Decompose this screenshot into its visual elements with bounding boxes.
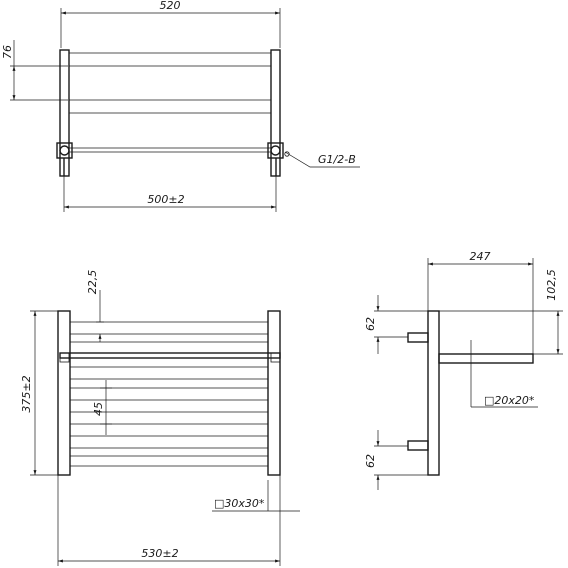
post-profile-label: □30x30*: [214, 497, 265, 510]
dim-upper-bracket: 62: [364, 317, 377, 331]
side-view: 247 102,5 62 62 □20x20*: [364, 250, 563, 490]
dim-front-width: 530±2: [141, 547, 178, 560]
front-view: 375±2 22,5 45 530±2 □30x30*: [20, 270, 300, 566]
top-right-post: [270, 49, 281, 177]
left-connection-box: [56, 142, 73, 159]
front-left-post: [57, 310, 71, 476]
dim-bar-pitch: 45: [92, 402, 105, 416]
bar-profile-label: □20x20*: [484, 394, 535, 407]
dim-bar-spacing: 76: [1, 45, 14, 59]
right-connection-icon: [270, 145, 281, 156]
dim-lower-bracket: 62: [364, 454, 377, 468]
dim-top-gap: 22,5: [86, 270, 99, 295]
side-upper-bracket: [407, 332, 429, 343]
front-shelf-rail: [59, 352, 281, 359]
front-right-post: [267, 310, 281, 476]
side-lower-bracket: [407, 440, 429, 451]
dim-top-width: 520: [160, 0, 181, 12]
top-left-post: [59, 49, 70, 177]
thread-label: G1/2-B: [318, 153, 356, 166]
side-post: [427, 310, 440, 476]
dim-connection-spacing: 500±2: [147, 193, 184, 206]
top-view: 520 76 500±2 G1/2-B: [1, 0, 360, 212]
top-bars: [69, 52, 271, 153]
right-connection-box: [267, 142, 284, 159]
dim-front-height: 375±2: [20, 375, 33, 412]
dim-shelf-height: 102,5: [545, 269, 558, 301]
dim-side-depth: 247: [470, 250, 491, 263]
left-connection-icon: [59, 145, 70, 156]
side-shelf-bar: [438, 353, 534, 364]
